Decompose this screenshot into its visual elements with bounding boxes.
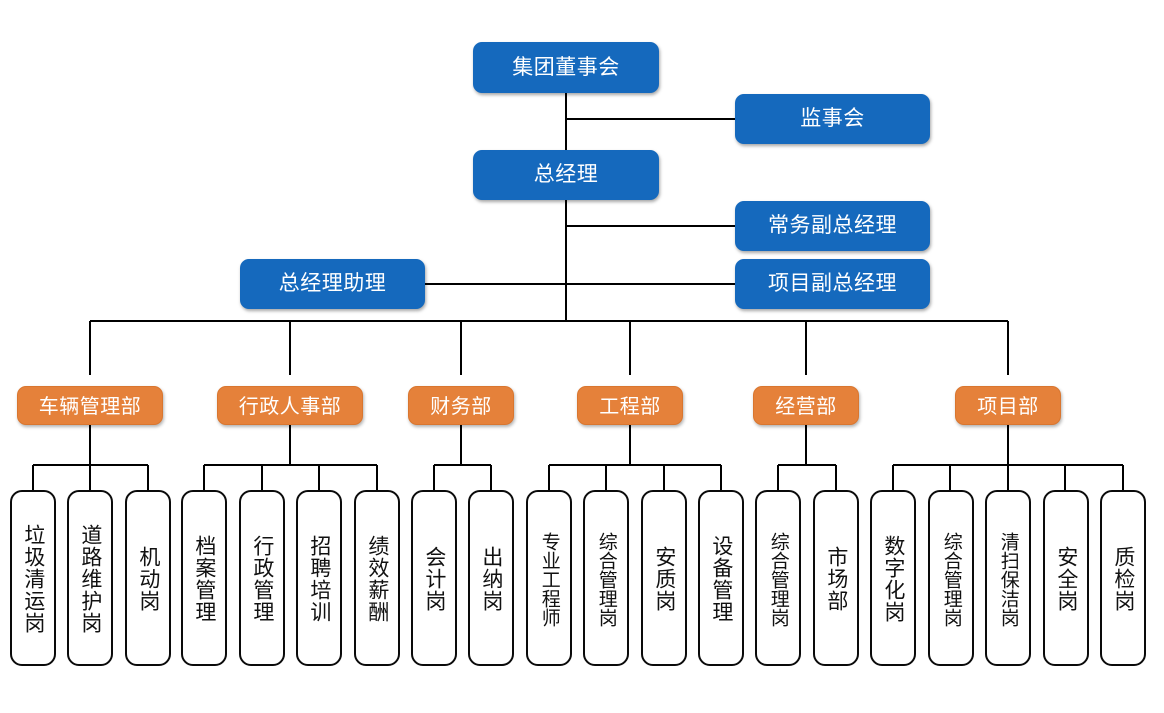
leaf-label: 专业工程师 <box>538 531 561 627</box>
node-board[interactable]: 集团董事会 <box>473 42 659 93</box>
node-executive-deputy-general-manager[interactable]: 常务副总经理 <box>735 201 930 251</box>
leaf-label: 综合管理岗 <box>940 531 963 627</box>
leaf-label: 机动岗 <box>136 546 161 612</box>
leaf-position-p19[interactable]: 安全岗 <box>1043 490 1089 666</box>
leaf-label: 行政管理 <box>250 535 275 623</box>
node-department-project[interactable]: 项目部 <box>955 386 1061 425</box>
leaf-position-p9[interactable]: 出纳岗 <box>468 490 514 666</box>
node-department-admin-hr[interactable]: 行政人事部 <box>217 386 363 425</box>
leaf-position-p18[interactable]: 清扫保洁岗 <box>985 490 1031 666</box>
node-department-engineering[interactable]: 工程部 <box>577 386 683 425</box>
leaf-label: 会计岗 <box>422 546 447 612</box>
leaf-label: 道路维护岗 <box>78 524 103 634</box>
leaf-label: 安质岗 <box>652 546 677 612</box>
leaf-label: 垃圾清运岗 <box>21 524 46 634</box>
leaf-label: 综合管理岗 <box>767 531 790 627</box>
leaf-label: 档案管理 <box>192 535 217 623</box>
leaf-label: 质检岗 <box>1111 546 1136 612</box>
leaf-position-p6[interactable]: 招聘培训 <box>296 490 342 666</box>
node-general-manager[interactable]: 总经理 <box>473 150 659 200</box>
leaf-label: 绩效薪酬 <box>365 535 390 623</box>
leaf-position-p16[interactable]: 数字化岗 <box>870 490 916 666</box>
leaf-position-p2[interactable]: 道路维护岗 <box>67 490 113 666</box>
leaf-label: 数字化岗 <box>881 535 906 623</box>
node-department-operations[interactable]: 经营部 <box>753 386 859 425</box>
node-department-vehicle[interactable]: 车辆管理部 <box>17 386 163 425</box>
leaf-position-p14[interactable]: 综合管理岗 <box>755 490 801 666</box>
leaf-position-p13[interactable]: 设备管理 <box>698 490 744 666</box>
leaf-label: 市场部 <box>824 546 849 612</box>
node-supervisory-board[interactable]: 监事会 <box>735 94 930 144</box>
leaf-position-p3[interactable]: 机动岗 <box>125 490 171 666</box>
leaf-label: 出纳岗 <box>479 546 504 612</box>
leaf-label: 综合管理岗 <box>595 531 618 627</box>
leaf-label: 设备管理 <box>709 535 734 623</box>
leaf-position-p8[interactable]: 会计岗 <box>411 490 457 666</box>
leaf-position-p7[interactable]: 绩效薪酬 <box>354 490 400 666</box>
leaf-position-p20[interactable]: 质检岗 <box>1100 490 1146 666</box>
leaf-position-p15[interactable]: 市场部 <box>813 490 859 666</box>
leaf-position-p11[interactable]: 综合管理岗 <box>583 490 629 666</box>
leaf-position-p5[interactable]: 行政管理 <box>239 490 285 666</box>
leaf-position-p10[interactable]: 专业工程师 <box>526 490 572 666</box>
node-department-finance[interactable]: 财务部 <box>408 386 514 425</box>
leaf-label: 安全岗 <box>1054 546 1079 612</box>
leaf-position-p12[interactable]: 安质岗 <box>641 490 687 666</box>
node-project-deputy-general-manager[interactable]: 项目副总经理 <box>735 259 930 309</box>
leaf-position-p1[interactable]: 垃圾清运岗 <box>10 490 56 666</box>
leaf-label: 招聘培训 <box>307 535 332 623</box>
node-general-manager-assistant[interactable]: 总经理助理 <box>240 259 425 309</box>
leaf-label: 清扫保洁岗 <box>997 531 1020 627</box>
leaf-position-p4[interactable]: 档案管理 <box>181 490 227 666</box>
leaf-position-p17[interactable]: 综合管理岗 <box>928 490 974 666</box>
